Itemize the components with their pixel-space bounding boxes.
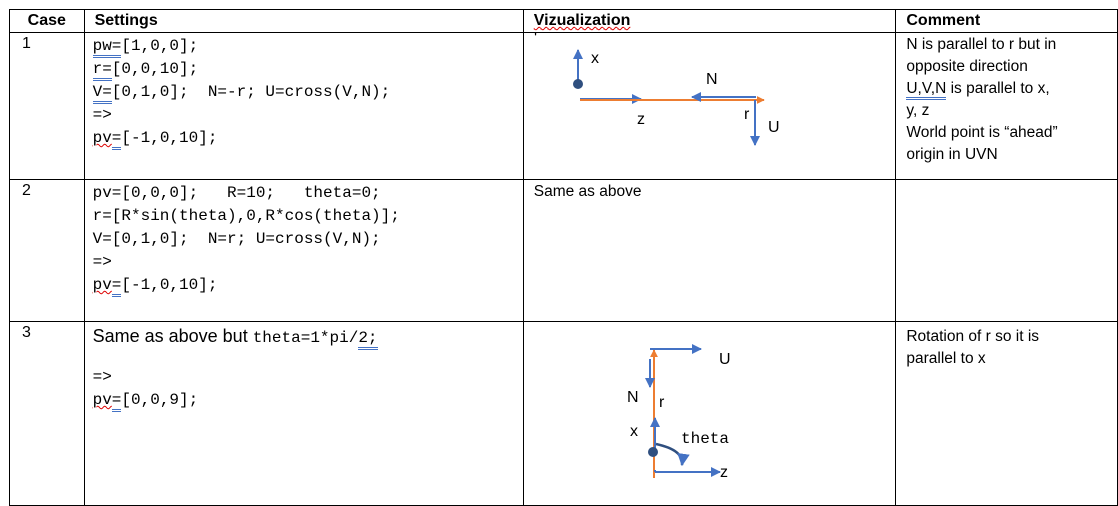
code-arrow-2: => bbox=[92, 253, 112, 271]
label-theta: theta bbox=[681, 430, 729, 448]
code-r-value: [0,0,10]; bbox=[111, 60, 199, 78]
comment-uvn-rest: is parallel to x, bbox=[946, 80, 1050, 97]
comment-uvn: U,V,N bbox=[906, 80, 947, 100]
settings-3-line-1: Same as above but theta=1*pi/2; bbox=[93, 326, 523, 352]
comment-1-line-4: y, z bbox=[906, 102, 930, 119]
viz-cell-2: Same as above bbox=[522, 179, 897, 322]
code-line-1: pv=[0,0,0]; R=10; theta=0; bbox=[92, 184, 381, 202]
comment-cell-3: Rotation of r so it is parallel to x bbox=[895, 321, 1118, 506]
case-number-1: 1 bbox=[9, 32, 85, 180]
header-comment: Comment bbox=[895, 9, 1118, 33]
comment-1-line-6: origin in UVN bbox=[906, 146, 998, 163]
label-u-3: U bbox=[719, 351, 731, 368]
code-pv-prefix-3: pv bbox=[92, 391, 112, 409]
label-z: z bbox=[637, 111, 645, 128]
code-arrow: => bbox=[92, 106, 112, 124]
code-arrow-3: => bbox=[92, 368, 112, 386]
comment-3-line-2: parallel to x bbox=[906, 350, 986, 367]
header-case: Case bbox=[9, 9, 85, 33]
table-row-2: 2 pv=[0,0,0]; R=10; theta=0; r=[R*sin(th… bbox=[9, 179, 1118, 322]
viz-cell-1: ' x z N r U bbox=[522, 30, 897, 180]
comment-1-line-1: N is parallel to r but in bbox=[906, 36, 1057, 53]
code-v-prefix: V= bbox=[92, 83, 112, 104]
label-n: N bbox=[706, 71, 718, 88]
settings-code-3: => pv=[0,0,9]; bbox=[93, 352, 523, 412]
comment-1-line-2: opposite direction bbox=[906, 58, 1028, 75]
case-number-2: 2 bbox=[9, 179, 85, 322]
comment-1-line-5: World point is “ahead” bbox=[906, 124, 1058, 141]
label-r: r bbox=[744, 106, 750, 123]
lead-code: theta=1*pi/ bbox=[252, 329, 359, 347]
header-settings: Settings bbox=[83, 9, 524, 33]
code-v-value: [0,1,0]; bbox=[111, 83, 189, 101]
viz-diagram-1: ' x z N r U bbox=[534, 30, 780, 146]
comment-cell-1: N is parallel to r but in opposite direc… bbox=[895, 32, 1118, 180]
svg-text:': ' bbox=[534, 33, 537, 47]
lead-text: Same as above but bbox=[92, 326, 253, 346]
code-pv-value-3: [0,0,9]; bbox=[121, 391, 199, 409]
comment-2 bbox=[896, 180, 1117, 181]
origin-dot-3 bbox=[647, 447, 658, 457]
settings-code-1: pw=[1,0,0]; r=[0,0,10]; V=[0,1,0]; N=-r;… bbox=[85, 33, 523, 150]
settings-code-2: pv=[0,0,0]; R=10; theta=0; r=[R*sin(thet… bbox=[85, 180, 523, 297]
code-pv-prefix: pv bbox=[92, 129, 112, 147]
case-number-3: 3 bbox=[9, 321, 85, 506]
header-viz-label: Vizualization bbox=[533, 12, 631, 29]
viz-text-2: Same as above bbox=[533, 183, 642, 200]
header-row: Case Settings Vizualization Comment bbox=[9, 9, 1118, 33]
comment-3-line-1: Rotation of r so it is bbox=[906, 328, 1040, 345]
viz-cell-3: U N r x theta z bbox=[522, 321, 897, 506]
settings-3: Same as above but theta=1*pi/2; => pv=[0… bbox=[85, 322, 523, 412]
code-pw-value: [1,0,0]; bbox=[121, 37, 199, 55]
label-r-3: r bbox=[659, 394, 665, 411]
code-pv-eq-3: = bbox=[111, 391, 122, 412]
label-x-3: x bbox=[630, 423, 638, 440]
label-x: x bbox=[591, 50, 599, 67]
theta-angle-arrow bbox=[655, 442, 690, 467]
viz-diagram-3: U N r x theta z bbox=[627, 344, 731, 481]
label-n-3: N bbox=[627, 389, 639, 406]
settings-table: Case Settings Vizualization Comment 1 pw… bbox=[9, 9, 1118, 506]
code-r-prefix: r= bbox=[92, 60, 112, 81]
code-line-3: V=[0,1,0]; N=r; U=cross(V,N); bbox=[92, 230, 381, 248]
code-pv-value: [-1,0,10]; bbox=[121, 129, 218, 147]
code-pv-value-2: [-1,0,10]; bbox=[121, 276, 218, 294]
code-pv-prefix-2: pv bbox=[92, 276, 112, 294]
comment-3: Rotation of r so it is parallel to x bbox=[896, 322, 1117, 370]
code-pv-eq-2: = bbox=[111, 276, 122, 297]
label-z-3: z bbox=[720, 464, 728, 481]
comment-1-line-3: U,V,N is parallel to x, bbox=[906, 78, 1117, 100]
settings-cell-1: pw=[1,0,0]; r=[0,0,10]; V=[0,1,0]; N=-r;… bbox=[83, 32, 524, 180]
table-row-1: 1 pw=[1,0,0]; r=[0,0,10]; V=[0,1,0]; N=-… bbox=[9, 30, 1118, 180]
code-v-rest: N=-r; U=cross(V,N); bbox=[188, 83, 391, 101]
origin-dot bbox=[572, 79, 583, 89]
settings-cell-2: pv=[0,0,0]; R=10; theta=0; r=[R*sin(thet… bbox=[83, 179, 524, 322]
lead-code-ul: 2; bbox=[358, 329, 378, 350]
settings-cell-3: Same as above but theta=1*pi/2; => pv=[0… bbox=[83, 321, 524, 506]
code-line-2: r=[R*sin(theta),0,R*cos(theta)]; bbox=[92, 207, 400, 225]
header-viz: Vizualization bbox=[522, 9, 897, 33]
comment-1: N is parallel to r but in opposite direc… bbox=[896, 33, 1117, 166]
code-pw-prefix: pw= bbox=[92, 37, 122, 58]
table-row-3: 3 Same as above but theta=1*pi/2; => pv=… bbox=[9, 321, 1118, 506]
code-pv-eq: = bbox=[111, 129, 122, 150]
label-u: U bbox=[768, 119, 780, 136]
comment-cell-2 bbox=[895, 179, 1118, 322]
